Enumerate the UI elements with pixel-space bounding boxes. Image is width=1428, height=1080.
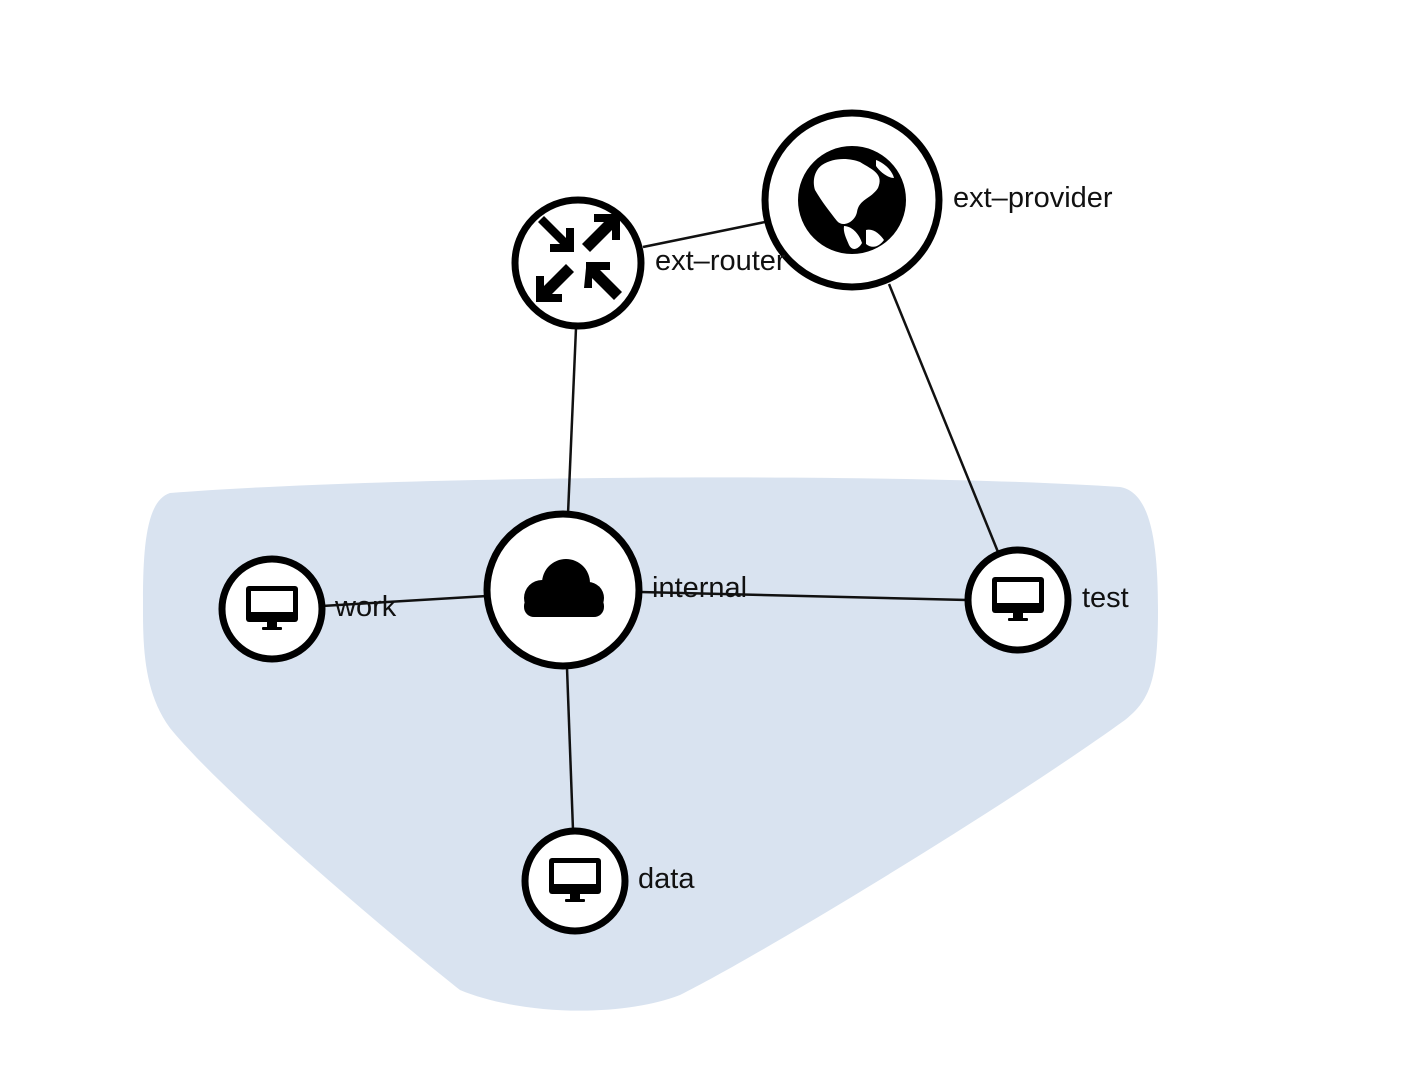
node-data[interactable]: data [521, 827, 695, 935]
node-label-work: work [334, 591, 397, 623]
node-work[interactable]: work [218, 555, 397, 663]
edge-internal-data [565, 667, 575, 831]
edge-ext-provider-test [887, 283, 1000, 553]
node-test[interactable]: test [964, 546, 1129, 654]
edge-ext-router-internal [566, 327, 578, 515]
node-internal[interactable]: internal [483, 510, 747, 670]
edge-internal-test [639, 590, 968, 602]
node-label-internal: internal [652, 572, 747, 604]
node-ext-router[interactable]: ext–router [511, 196, 786, 330]
monitor-icon [246, 586, 298, 630]
node-ext-provider[interactable]: ext–provider [761, 109, 1113, 291]
node-label-test: test [1082, 582, 1129, 614]
node-label-ext-provider: ext–provider [953, 182, 1113, 214]
cloud-icon [524, 559, 604, 617]
node-label-data: data [638, 863, 695, 895]
internal-network-group [142, 477, 1159, 1011]
monitor-icon [549, 858, 601, 902]
monitor-icon [992, 577, 1044, 621]
router-icon [536, 214, 622, 302]
node-label-ext-router: ext–router [655, 245, 786, 277]
globe-icon [798, 146, 906, 254]
edges [321, 219, 1000, 831]
edge-ext-router-ext-provider [642, 219, 771, 249]
edge-internal-work [321, 594, 488, 608]
